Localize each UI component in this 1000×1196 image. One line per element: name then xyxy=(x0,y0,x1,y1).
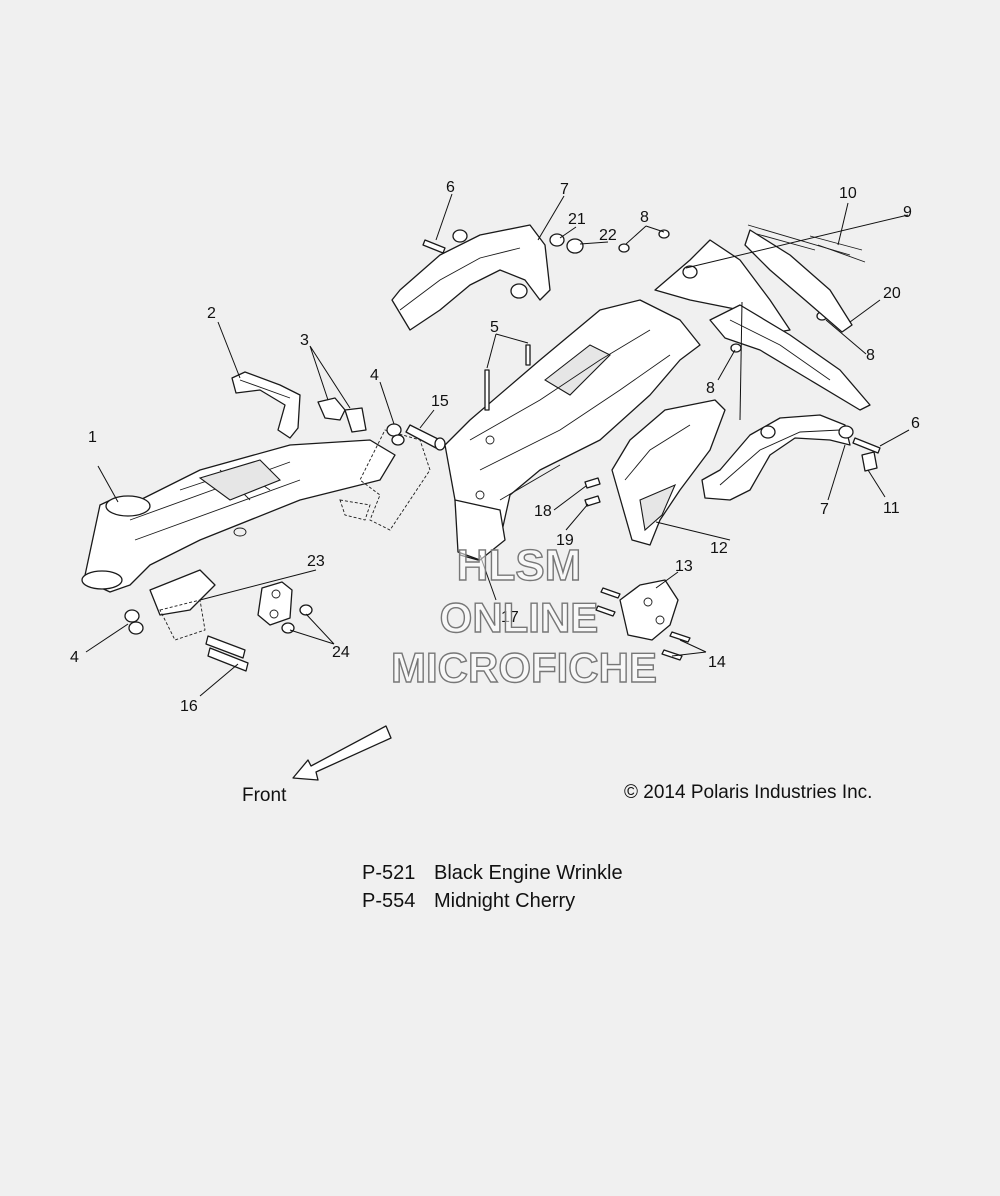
callout-6b: 6 xyxy=(911,415,920,432)
callout-5: 5 xyxy=(490,319,499,336)
bushing-part-22 xyxy=(566,238,584,254)
paint-name: Black Engine Wrinkle xyxy=(434,862,623,884)
callout-16: 16 xyxy=(180,698,198,715)
watermark: HLSM ONLINE MICROFICHE xyxy=(390,540,657,691)
callout-14: 14 xyxy=(708,654,726,671)
callout-13: 13 xyxy=(675,558,693,575)
watermark-line-2: ONLINE xyxy=(440,594,599,641)
bracket-plate-part-13 xyxy=(619,579,679,641)
callout-17: 17 xyxy=(501,609,519,626)
callout-8b: 8 xyxy=(866,347,875,364)
callout-10: 10 xyxy=(839,185,857,202)
callout-18: 18 xyxy=(534,503,552,520)
paint-code-row: P-554 Midnight Cherry xyxy=(362,890,575,913)
rear-upper-frame-part-9 xyxy=(654,239,871,411)
paint-code: P-521 xyxy=(362,862,416,884)
pin-part-18 xyxy=(584,477,601,489)
fender-panel-part-12 xyxy=(611,399,726,546)
callout-21: 21 xyxy=(568,211,586,228)
front-arrow-icon xyxy=(292,725,392,781)
clamp-part-3 xyxy=(317,397,367,433)
callout-7a: 7 xyxy=(560,181,569,198)
bolt-part-6 xyxy=(422,239,881,454)
callout-3: 3 xyxy=(300,332,309,349)
callout-12: 12 xyxy=(710,540,728,557)
trim-part-20 xyxy=(744,229,853,333)
bolt-part-16 xyxy=(205,635,249,672)
bushing-part-21 xyxy=(549,233,565,247)
callout-9: 9 xyxy=(903,204,912,221)
wire-part-10 xyxy=(747,224,866,263)
watermark-line-1: HLSM xyxy=(457,541,582,590)
leader-lines xyxy=(85,193,910,697)
paint-code: P-554 xyxy=(362,890,416,912)
callout-1: 1 xyxy=(88,429,97,446)
bolt-part-5 xyxy=(484,344,531,411)
callout-8c: 8 xyxy=(706,380,715,397)
bracket-part-2 xyxy=(231,371,301,439)
engine-mount-outline xyxy=(159,429,431,641)
plate-part-23 xyxy=(257,581,293,626)
paint-name: Midnight Cherry xyxy=(434,890,576,912)
callout-2: 2 xyxy=(207,305,216,322)
callout-labels: 1 2 3 4 4 5 6 6 7 7 8 8 8 9 10 11 12 13 … xyxy=(70,179,920,715)
callout-6a: 6 xyxy=(446,179,455,196)
callout-11: 11 xyxy=(883,500,900,517)
callout-15: 15 xyxy=(431,393,449,410)
bolt-part-14 xyxy=(595,587,691,661)
watermark-line-3: MICROFICHE xyxy=(391,644,657,691)
callout-7b: 7 xyxy=(820,501,829,518)
rear-bracket-upper-part-7 xyxy=(391,224,551,331)
rear-bracket-lower-part-7 xyxy=(701,414,854,501)
callout-4a: 4 xyxy=(370,367,379,384)
clip-part-11 xyxy=(861,451,878,472)
bolt-part-8 xyxy=(618,229,828,353)
callout-24: 24 xyxy=(332,644,350,661)
callout-20: 20 xyxy=(883,285,901,302)
front-frame-part xyxy=(81,439,396,616)
center-frame-part-17 xyxy=(444,299,701,561)
front-direction-label: Front xyxy=(242,785,287,806)
callout-23: 23 xyxy=(307,553,325,570)
paint-code-row: P-521 Black Engine Wrinkle xyxy=(362,862,623,885)
pin-part-19 xyxy=(584,495,601,507)
copyright-notice: © 2014 Polaris Industries Inc. xyxy=(624,782,873,803)
callout-19: 19 xyxy=(556,532,574,549)
callout-22: 22 xyxy=(599,227,617,244)
bolt-part-15 xyxy=(405,424,446,451)
callout-8a: 8 xyxy=(640,209,649,226)
callout-4b: 4 xyxy=(70,649,79,666)
